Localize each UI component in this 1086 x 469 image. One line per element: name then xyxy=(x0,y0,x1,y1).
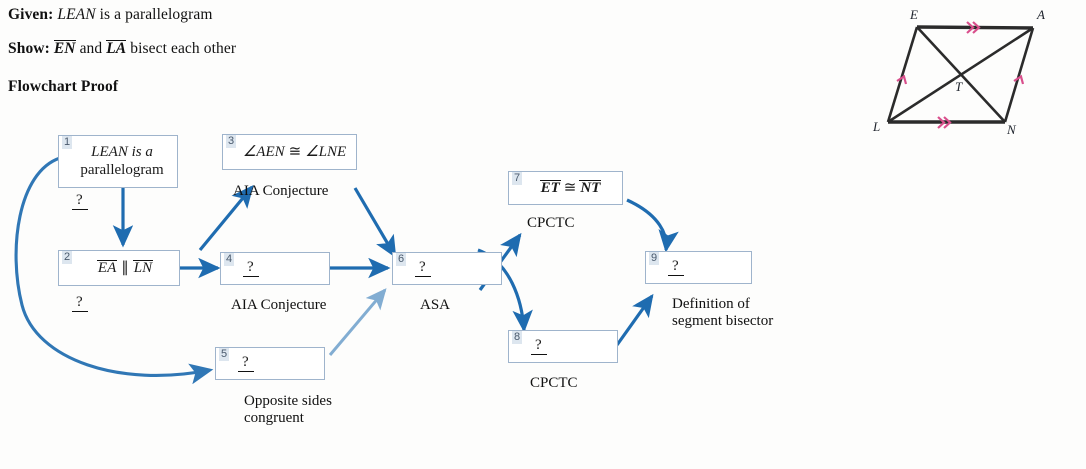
flowchart-proof-title: Flowchart Proof xyxy=(8,78,119,95)
flow-node-3[interactable]: 3 ∠AEN ≅ ∠LNE xyxy=(222,134,357,170)
node-1-reason[interactable]: ? xyxy=(72,192,88,210)
node-number-7: 7 xyxy=(512,172,523,185)
tick-single-LE xyxy=(896,74,908,85)
vertex-label-T: T xyxy=(955,79,963,94)
node-5-qmark: ? xyxy=(238,355,254,372)
node-3-congruent-symbol: ≅ xyxy=(288,143,302,160)
node-2-parallel-symbol: ∥ xyxy=(121,259,129,276)
node-5-caption-line2: congruent xyxy=(244,410,304,427)
node-5-caption-line1: Opposite sides xyxy=(244,393,332,409)
vertex-label-N: N xyxy=(1007,122,1016,137)
node-9-caption: Definition of segment bisector xyxy=(672,296,773,331)
node-9-content: ? xyxy=(646,252,751,283)
node-2-content: EA ∥ LN xyxy=(59,251,179,285)
node-2-reason-qmark: ? xyxy=(72,295,88,312)
node-9-caption-line2: segment bisector xyxy=(672,313,774,330)
flow-node-9[interactable]: 9 ? xyxy=(645,251,752,284)
node-9-caption-line1: Definition of xyxy=(672,296,750,312)
side-AN xyxy=(1003,27,1035,123)
arrow-box8-to-box9 xyxy=(615,293,654,346)
tick-double-EA xyxy=(966,21,981,34)
node-number-9: 9 xyxy=(649,252,660,265)
given-text: is a parallelogram xyxy=(99,6,213,23)
node-6-content: ? xyxy=(393,253,501,284)
node-4-content: ? xyxy=(221,253,329,284)
segment-en: EN xyxy=(53,40,76,57)
diagonal-EN xyxy=(916,26,1006,123)
node-1-line1: LEAN is a xyxy=(91,144,153,161)
node-9-qmark: ? xyxy=(668,259,684,276)
node-2-reason[interactable]: ? xyxy=(72,294,88,312)
given-label: Given: xyxy=(8,6,54,23)
given-subject: LEAN xyxy=(57,6,96,23)
node-7-seg2: NT xyxy=(579,179,602,196)
flow-node-6[interactable]: 6 ? xyxy=(392,252,502,285)
node-5-content: ? xyxy=(216,348,324,379)
vertex-label-L: L xyxy=(873,119,881,134)
node-1-content: LEAN is a parallelogram xyxy=(59,136,177,187)
node-number-1: 1 xyxy=(62,136,73,149)
node-4-caption: AIA Conjecture xyxy=(231,297,327,313)
vertex-label-A: A xyxy=(1037,7,1045,22)
node-1-line2: parallelogram xyxy=(80,162,164,178)
node-number-4: 4 xyxy=(224,253,235,266)
node-7-seg1: ET xyxy=(539,179,561,196)
node-3-content: ∠AEN ≅ ∠LNE xyxy=(223,135,356,169)
show-and: and xyxy=(79,40,103,57)
show-statement: Show: EN and LA bisect each other xyxy=(8,40,236,58)
flow-node-4[interactable]: 4 ? xyxy=(220,252,330,285)
node-1-reason-qmark: ? xyxy=(72,193,88,210)
node-8-caption: CPCTC xyxy=(530,375,578,391)
node-8-content: ? xyxy=(509,331,617,362)
node-3-caption: AIA Conjecture xyxy=(233,183,329,199)
node-number-5: 5 xyxy=(219,348,230,361)
segment-la: LA xyxy=(106,40,127,57)
flow-node-8[interactable]: 8 ? xyxy=(508,330,618,363)
node-7-congruent-symbol: ≅ xyxy=(563,179,577,196)
diagonal-LA xyxy=(887,26,1034,124)
tick-single-AN xyxy=(1013,74,1025,85)
tick-double-LN xyxy=(937,116,952,129)
arrow-box5-to-box6 xyxy=(328,288,387,356)
show-text: bisect each other xyxy=(130,40,237,57)
side-LE xyxy=(886,26,919,123)
node-4-qmark: ? xyxy=(243,260,259,277)
node-2-seg1: EA xyxy=(96,259,118,276)
vertex-label-E: E xyxy=(910,7,918,22)
node-number-3: 3 xyxy=(226,135,237,148)
flow-node-1[interactable]: 1 LEAN is a parallelogram xyxy=(58,135,178,188)
given-statement: Given: LEAN is a parallelogram xyxy=(8,6,212,24)
flow-node-2[interactable]: 2 EA ∥ LN xyxy=(58,250,180,286)
node-6-qmark: ? xyxy=(415,260,431,277)
flow-node-5[interactable]: 5 ? xyxy=(215,347,325,380)
node-7-caption: CPCTC xyxy=(527,215,575,231)
arrow-box3-to-box6 xyxy=(353,187,397,259)
show-label: Show: xyxy=(8,40,50,57)
node-2-seg2: LN xyxy=(132,259,154,276)
node-7-content: ET ≅ NT xyxy=(509,172,622,204)
node-8-qmark: ? xyxy=(531,338,547,355)
node-5-caption: Opposite sides congruent xyxy=(244,393,332,428)
node-3-angle1: ∠AEN xyxy=(242,143,285,160)
side-EA xyxy=(916,25,1034,30)
flow-node-7[interactable]: 7 ET ≅ NT xyxy=(508,171,623,205)
node-3-angle2: ∠LNE xyxy=(305,143,347,160)
node-number-8: 8 xyxy=(512,331,523,344)
node-number-2: 2 xyxy=(62,251,73,264)
node-6-caption: ASA xyxy=(420,297,451,313)
node-number-6: 6 xyxy=(396,253,407,266)
arrow-box7-to-box9 xyxy=(626,198,679,253)
